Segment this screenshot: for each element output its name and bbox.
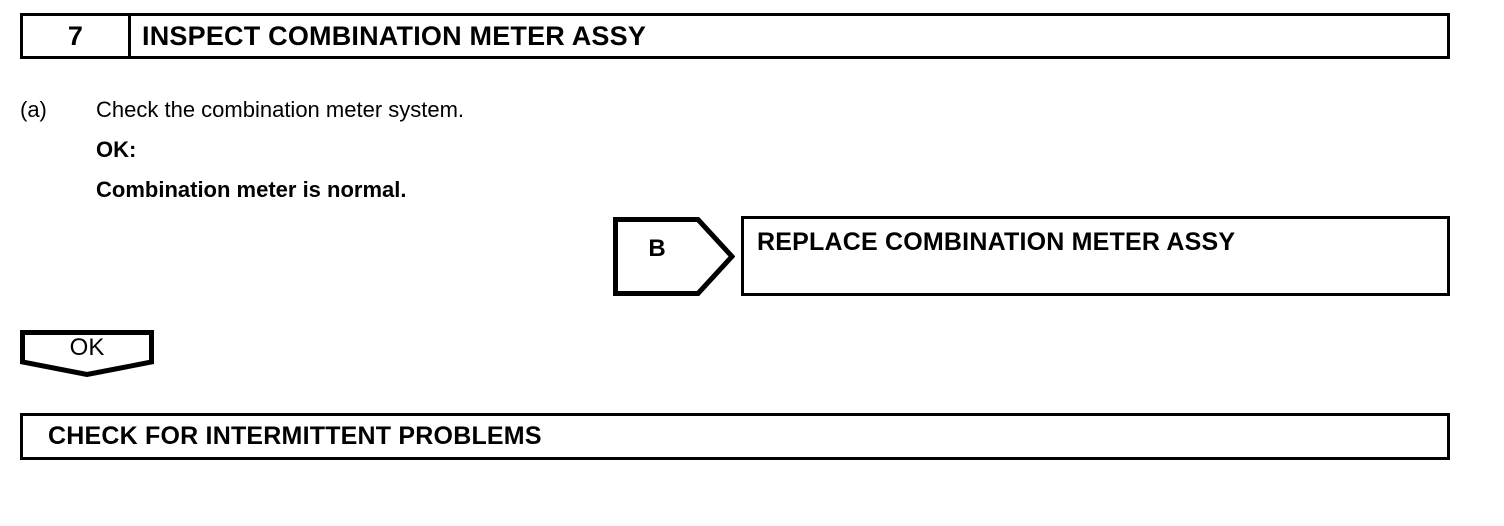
branch-action-label: REPLACE COMBINATION METER ASSY	[757, 228, 1236, 256]
instruction-marker: (a)	[20, 97, 47, 122]
instruction-lines: Check the combination meter system. OK: …	[96, 90, 920, 210]
branch-action-box: REPLACE COMBINATION METER ASSY	[741, 216, 1450, 296]
step-title-cell: INSPECT COMBINATION METER ASSY	[131, 16, 1447, 56]
ok-tab: OK	[20, 330, 154, 377]
branch-arrow-b: B	[613, 217, 735, 296]
instruction-line-check: Check the combination meter system.	[96, 97, 465, 122]
instruction-line-ok-condition: Combination meter is normal.	[96, 177, 407, 202]
branch-arrow-shape-icon	[613, 217, 735, 296]
instruction-line-ok-heading: OK:	[96, 137, 137, 162]
step-number: 7	[67, 20, 84, 51]
final-outcome-box: CHECK FOR INTERMITTENT PROBLEMS	[20, 413, 1450, 460]
step-header-box: 7 INSPECT COMBINATION METER ASSY	[20, 13, 1450, 59]
branch-arrow-label: B	[648, 235, 666, 262]
ok-tab-label: OK	[69, 334, 105, 361]
ok-tab-shape-icon	[20, 330, 154, 377]
step-number-cell: 7	[23, 16, 131, 56]
step-title: INSPECT COMBINATION METER ASSY	[142, 20, 647, 51]
final-outcome-label: CHECK FOR INTERMITTENT PROBLEMS	[48, 422, 542, 450]
instruction-block: (a) Check the combination meter system. …	[20, 90, 920, 210]
instruction-row: (a) Check the combination meter system. …	[20, 90, 920, 210]
